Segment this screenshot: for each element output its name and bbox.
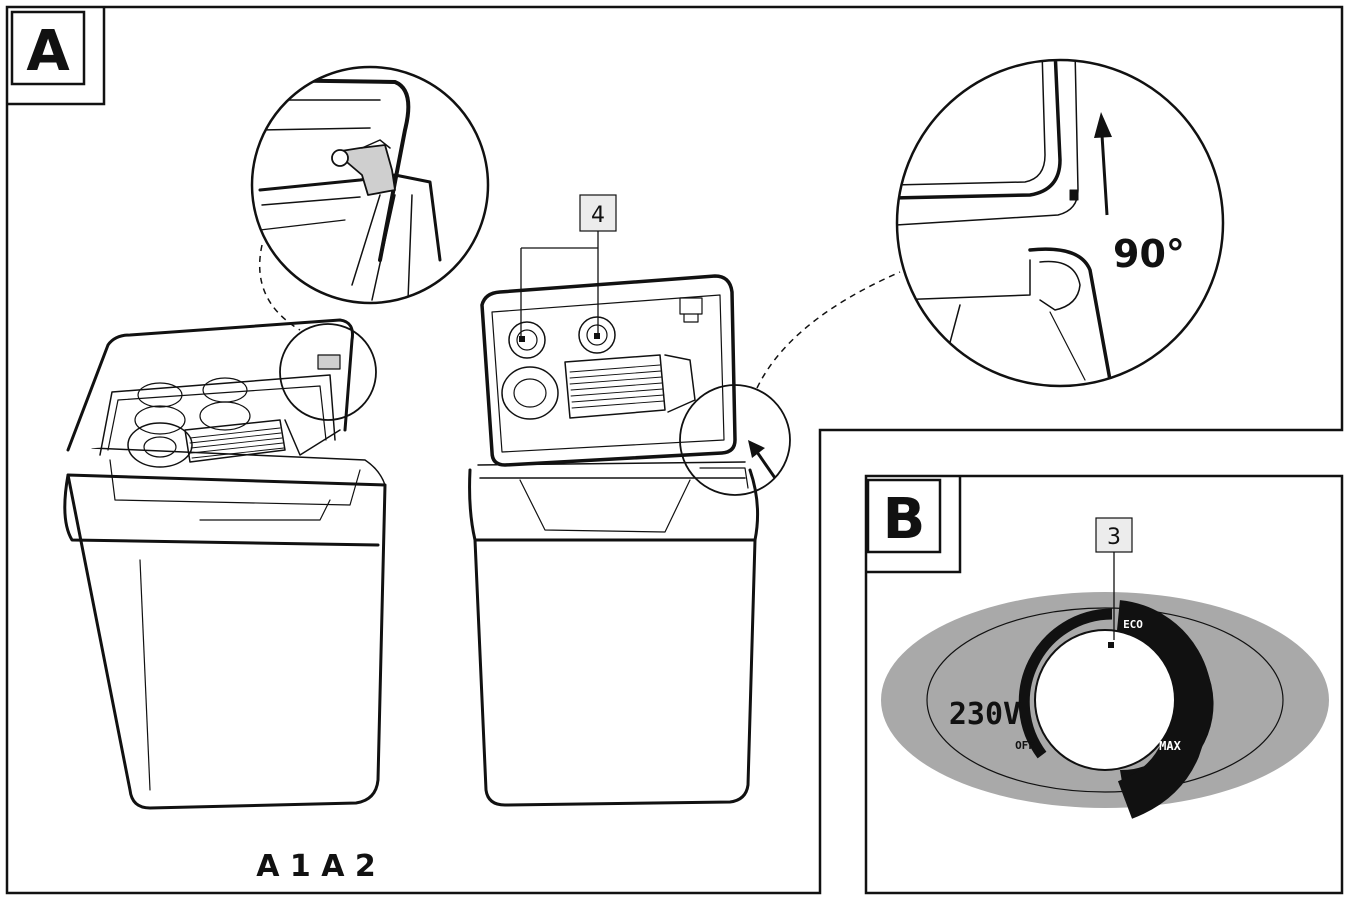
angle-label: 90° bbox=[1113, 232, 1185, 276]
panel-b-label-notch bbox=[866, 476, 962, 574]
eco-label: ECO bbox=[1123, 618, 1143, 631]
panel-a-label-box bbox=[10, 10, 86, 86]
panel-a-label-notch bbox=[7, 7, 106, 106]
hole-marker-left bbox=[519, 336, 525, 342]
thermostat-panel: 230V OFF ECO MAX bbox=[881, 592, 1329, 819]
hinge-zoom-ring-a1 bbox=[279, 323, 377, 421]
hole-marker-right bbox=[594, 333, 600, 339]
panel-a-frame bbox=[5, 5, 1344, 895]
hinge-detail-a1 bbox=[250, 65, 490, 305]
callout-3-label: 3 bbox=[1107, 525, 1121, 550]
callout-4-label: 4 bbox=[591, 203, 605, 228]
callout-4: 4 bbox=[520, 194, 617, 338]
hinge-detail-a2: 90° bbox=[895, 58, 1225, 388]
max-label: MAX bbox=[1159, 739, 1181, 753]
off-label: OFF bbox=[1015, 739, 1035, 752]
knob-pointer-marker bbox=[1108, 642, 1114, 648]
panel-b-frame bbox=[864, 474, 1344, 895]
cooler-a2 bbox=[468, 274, 760, 807]
detail-connector-a1 bbox=[258, 244, 301, 331]
rotate-90-arrow-icon bbox=[1100, 134, 1109, 216]
callout-3: 3 bbox=[1095, 517, 1133, 640]
figure-caption-a1-a2: A 1 A 2 bbox=[256, 849, 376, 884]
panel-a-label: A bbox=[26, 19, 70, 84]
thermostat-knob[interactable] bbox=[1034, 629, 1176, 771]
hinge-zoom-ring-a2 bbox=[679, 384, 791, 496]
detail-connector-a2 bbox=[756, 271, 901, 389]
panel-b-label: B bbox=[883, 487, 926, 552]
rotate-arrow-small-icon bbox=[748, 440, 777, 479]
voltage-label: 230V bbox=[949, 697, 1021, 732]
panel-b-label-box bbox=[866, 478, 942, 554]
cooler-a1 bbox=[63, 318, 387, 810]
